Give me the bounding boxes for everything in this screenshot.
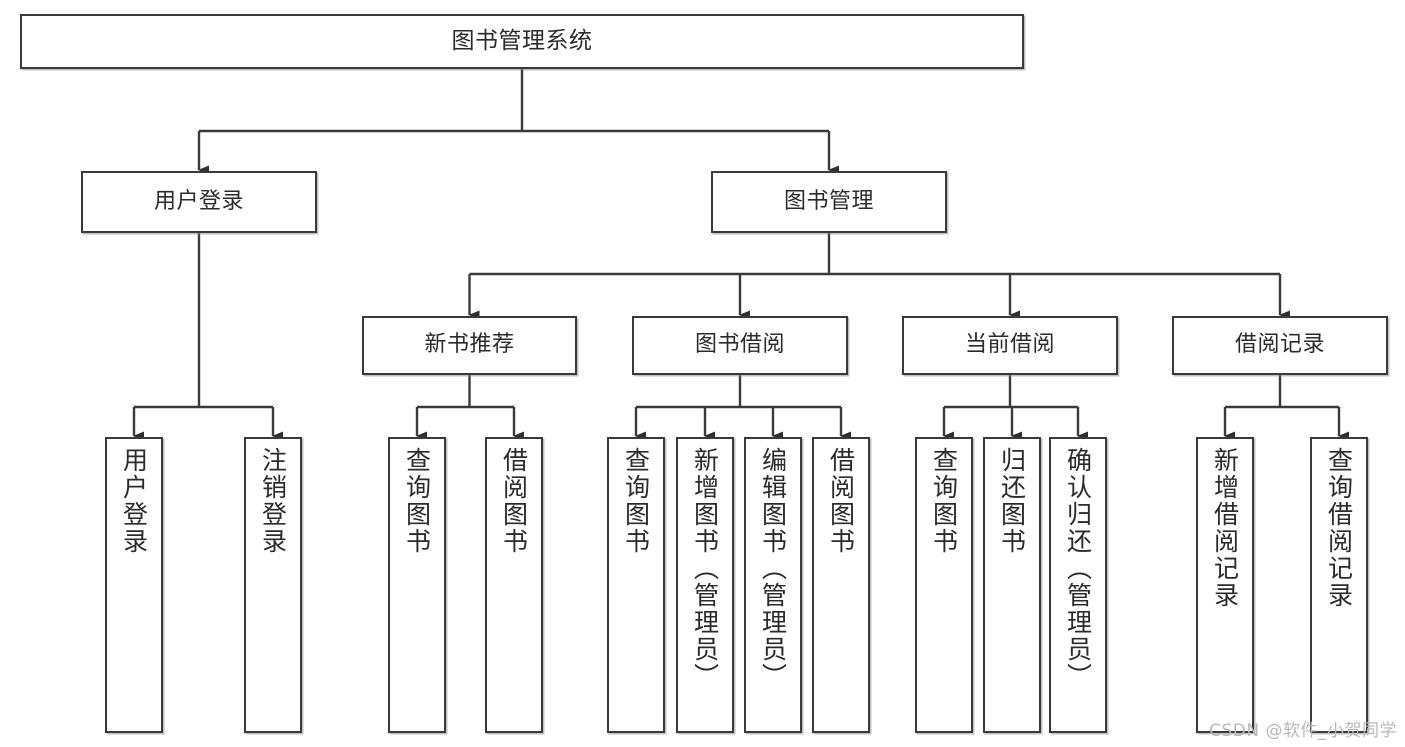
node-label: 图书借阅 xyxy=(694,332,785,358)
node-label: 查询图书 xyxy=(929,447,959,555)
node-label: 新增图书（管理员） xyxy=(690,447,720,690)
node-leaf-lr-query[interactable]: 查询借阅记录 xyxy=(1310,437,1368,733)
node-book-mgmt[interactable]: 图书管理 xyxy=(711,171,947,233)
node-label: 当前借阅 xyxy=(964,332,1055,358)
node-loan-record[interactable]: 借阅记录 xyxy=(1172,316,1388,375)
node-root[interactable]: 图书管理系统 xyxy=(20,14,1024,69)
node-label: 图书管理系统 xyxy=(451,27,593,54)
node-label: 借阅记录 xyxy=(1234,332,1325,358)
node-book-borrow[interactable]: 图书借阅 xyxy=(632,316,848,375)
node-leaf-bb-borrow[interactable]: 借阅图书 xyxy=(812,437,870,733)
node-leaf-user-login[interactable]: 用户登录 xyxy=(105,437,163,733)
node-leaf-user-logout[interactable]: 注销登录 xyxy=(244,437,302,733)
node-label: 归还图书 xyxy=(997,447,1027,555)
node-label: 图书管理 xyxy=(783,188,874,214)
node-label: 用户登录 xyxy=(119,447,149,555)
edge-group xyxy=(132,69,1349,441)
node-leaf-rec-query[interactable]: 查询图书 xyxy=(388,437,446,733)
node-label: 借阅图书 xyxy=(826,447,856,555)
node-label: 注销登录 xyxy=(258,447,288,555)
node-label: 用户登录 xyxy=(153,188,244,214)
node-leaf-bb-query[interactable]: 查询图书 xyxy=(607,437,665,733)
node-user-login[interactable]: 用户登录 xyxy=(81,171,317,233)
node-leaf-cl-return[interactable]: 归还图书 xyxy=(983,437,1041,733)
node-leaf-rec-borrow[interactable]: 借阅图书 xyxy=(485,437,543,733)
node-label: 借阅图书 xyxy=(499,447,529,555)
node-label: 新增借阅记录 xyxy=(1210,447,1240,609)
node-leaf-lr-add[interactable]: 新增借阅记录 xyxy=(1196,437,1254,733)
node-label: 新书推荐 xyxy=(424,332,515,358)
node-label: 查询图书 xyxy=(621,447,651,555)
node-leaf-bb-edit[interactable]: 编辑图书（管理员） xyxy=(744,437,802,733)
node-label: 确认归还（管理员） xyxy=(1063,447,1093,690)
node-leaf-cl-query[interactable]: 查询图书 xyxy=(915,437,973,733)
node-new-book-rec[interactable]: 新书推荐 xyxy=(362,316,577,375)
node-current-loan[interactable]: 当前借阅 xyxy=(902,316,1118,375)
node-label: 查询借阅记录 xyxy=(1324,447,1354,609)
node-leaf-bb-add[interactable]: 新增图书（管理员） xyxy=(676,437,734,733)
node-leaf-cl-confirm[interactable]: 确认归还（管理员） xyxy=(1049,437,1107,733)
node-label: 编辑图书（管理员） xyxy=(758,447,788,690)
node-label: 查询图书 xyxy=(402,447,432,555)
